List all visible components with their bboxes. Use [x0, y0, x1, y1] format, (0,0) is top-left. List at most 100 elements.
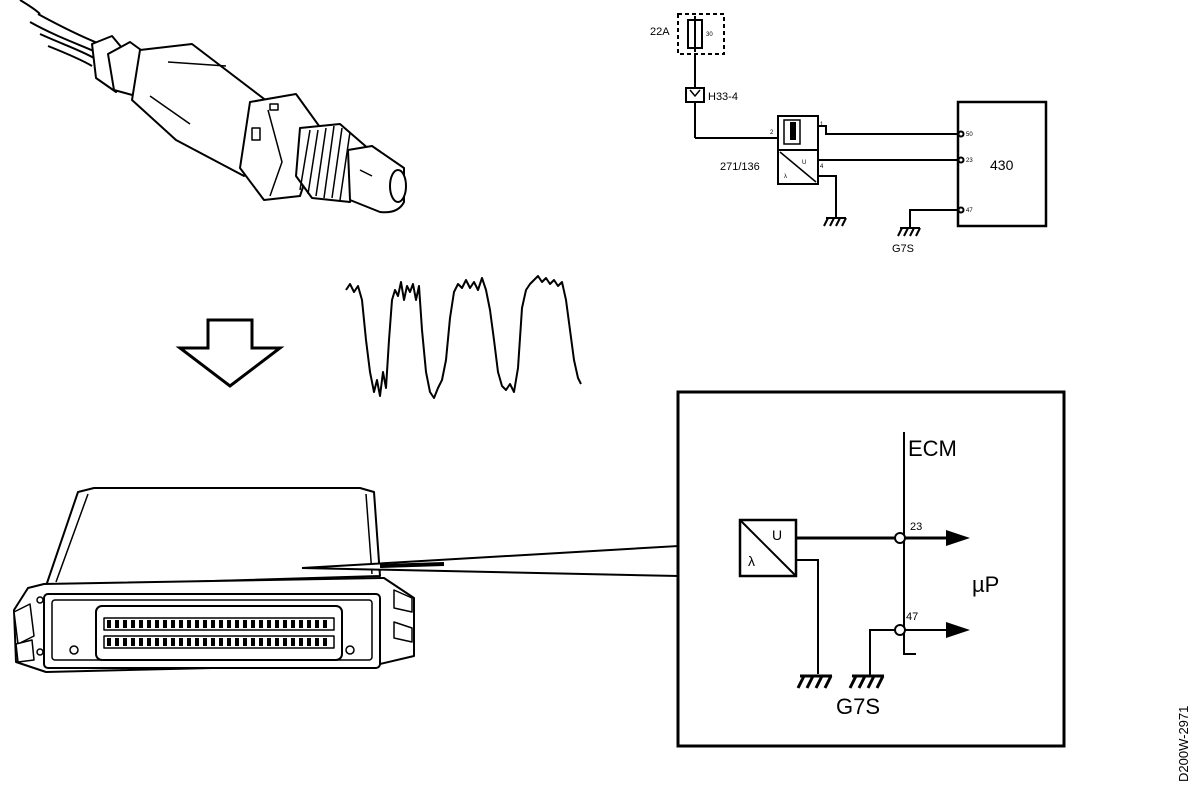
- ground-symbol-sensor: [823, 217, 847, 227]
- ecu-pin: [251, 620, 255, 628]
- sensor-signal-waveform: [345, 275, 582, 399]
- ecu-pin: [115, 620, 119, 628]
- ecu-pin: [267, 620, 271, 628]
- ecu-pin: [155, 638, 159, 646]
- ecu-pin: [219, 620, 223, 628]
- ecu-pin: [115, 638, 119, 646]
- ecu-pin: [259, 620, 263, 628]
- ecu-pin: [147, 638, 151, 646]
- ecu-pin: [283, 620, 287, 628]
- sensor-symbol-lambda-small: λ: [784, 174, 787, 180]
- processor-label: µP: [972, 572, 999, 597]
- ecu-pin: [323, 620, 327, 628]
- fuse-label: 22A: [650, 26, 670, 38]
- ecu-pin: [267, 638, 271, 646]
- ground-arrow-icon: [946, 622, 970, 638]
- junction-47: [894, 624, 906, 636]
- ecu-pin: [123, 638, 127, 646]
- ecu-pin: [315, 638, 319, 646]
- sensor-wires: [19, 0, 101, 67]
- ecu-pin: [227, 620, 231, 628]
- ecu-pin: [187, 638, 191, 646]
- sensor-pin-1: 1: [820, 122, 824, 128]
- ecu-label: 430: [990, 157, 1014, 173]
- ecu-pin: [195, 638, 199, 646]
- ecu-pin: [307, 638, 311, 646]
- junction-23: [894, 532, 906, 544]
- ecu-pin: [139, 620, 143, 628]
- ground-symbol-g7s-top: [897, 227, 921, 237]
- ecu-pin: [139, 638, 143, 646]
- ecu-pin: [123, 620, 127, 628]
- ecu-pin: [203, 638, 207, 646]
- ecu-pin: [155, 620, 159, 628]
- ecu-pin: [163, 620, 167, 628]
- fuse-pin-label: 30: [706, 32, 713, 38]
- ecu-pin: [187, 620, 191, 628]
- down-arrow-icon: [175, 318, 285, 388]
- ecu-pin-a: 50: [966, 132, 973, 138]
- ecm-title: ECM: [908, 436, 957, 461]
- ecu-pin-b: 23: [966, 158, 973, 164]
- ecu-pin: [259, 638, 263, 646]
- signal-arrow-icon: [946, 530, 970, 546]
- detail-sensor-lambda: λ: [748, 553, 755, 569]
- ecu-pin: [203, 620, 207, 628]
- ecu-pin: [219, 638, 223, 646]
- ecu-pin: [299, 620, 303, 628]
- ecu-pin: [131, 620, 135, 628]
- ecu-pin: [195, 620, 199, 628]
- ecu-connector-socket: [95, 605, 343, 661]
- ecu-pin: [275, 620, 279, 628]
- ecu-pin-row-lower: [107, 638, 327, 646]
- ecu-pin: [211, 638, 215, 646]
- ecu-pin: [283, 638, 287, 646]
- ecu-pin: [171, 638, 175, 646]
- ground-label-detail: G7S: [836, 694, 880, 719]
- sensor-label: 271/136: [720, 161, 760, 173]
- ecu-pin: [291, 638, 295, 646]
- ecu-pin: [299, 638, 303, 646]
- ecu-pin: [235, 620, 239, 628]
- ecu-pin: [171, 620, 175, 628]
- ecu-pin: [147, 620, 151, 628]
- ecu-pin: [179, 620, 183, 628]
- sensor-pin-4: 4: [820, 164, 824, 170]
- oxygen-sensor-illustration: [19, 0, 407, 214]
- ecu-pin: [235, 638, 239, 646]
- ecu-illustration: [13, 487, 415, 673]
- ecu-pin: [323, 638, 327, 646]
- ecu-pin: [243, 638, 247, 646]
- ecu-schematic-box: [956, 100, 1048, 228]
- sensor-pin-left: 2: [770, 130, 774, 136]
- detail-schematic: [676, 390, 1066, 748]
- ecu-pin: [163, 638, 167, 646]
- ground-symbol-g7s-detail: [848, 674, 885, 689]
- ecu-pin: [227, 638, 231, 646]
- ecu-pin-c: 47: [966, 208, 973, 214]
- ecu-pin: [131, 638, 135, 646]
- ecu-pin: [315, 620, 319, 628]
- sensor-symbol-u-small: U: [802, 160, 806, 166]
- sensor-body: [131, 43, 277, 177]
- connector-label: H33-4: [708, 91, 738, 103]
- ecu-pin: [107, 620, 111, 628]
- ecu-pin: [291, 620, 295, 628]
- detail-sensor-u: U: [772, 527, 782, 543]
- ecu-pin: [243, 620, 247, 628]
- fuse-box: [677, 13, 725, 55]
- ecu-pin-row-upper: [107, 620, 327, 628]
- ecu-pin: [179, 638, 183, 646]
- detail-frame: [676, 390, 1066, 748]
- ground-symbol-sensor-detail: [796, 674, 833, 689]
- pin-47-label: 47: [906, 611, 918, 623]
- ecu-pin: [211, 620, 215, 628]
- document-id: D200W-2971: [1176, 706, 1191, 782]
- ecu-pin: [275, 638, 279, 646]
- wiring-schematic-top: [677, 13, 1048, 237]
- ecu-housing: [45, 487, 381, 587]
- ecu-pin: [307, 620, 311, 628]
- ecu-pin: [107, 638, 111, 646]
- ecu-pin: [251, 638, 255, 646]
